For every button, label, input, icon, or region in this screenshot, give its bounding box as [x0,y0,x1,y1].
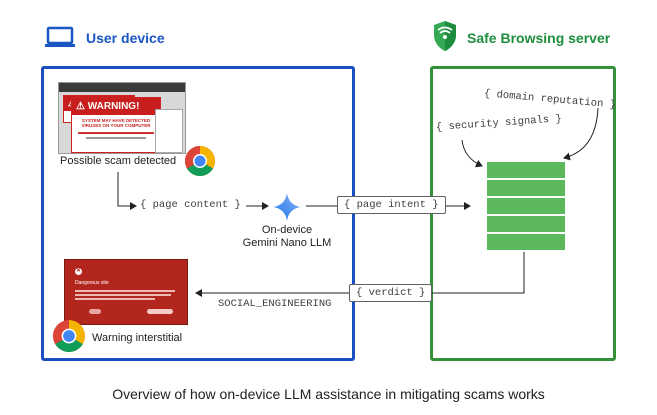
laptop-icon [45,26,75,47]
interstitial-heading: Dangerous site [75,280,109,286]
scam-page-screenshot: ⚠ ⚠ WARNING! SYSTEM MAY HAVE DETECTED VI… [58,82,186,154]
interstitial-caption: Warning interstitial [92,332,183,344]
page-intent-tag: { page intent } [337,196,446,214]
scam-warning-text: SYSTEM MAY HAVE DETECTED VIRUSES ON YOUR… [81,118,151,129]
llm-label-line2: Gemini Nano LLM [242,237,332,249]
user-device-title: User device [86,30,165,46]
chrome-logo-icon [53,320,85,352]
verdict-tag: { verdict } [349,284,433,302]
scam-warning-dialog: ⚠ WARNING! SYSTEM MAY HAVE DETECTED VIRU… [71,97,161,153]
figure-caption: Overview of how on-device LLM assistance… [112,386,545,402]
chrome-logo-icon [184,146,216,177]
llm-label-line1: On-device [261,224,313,236]
page-content-label: { page content } [140,199,241,211]
warning-x-icon: ✕ [75,268,82,275]
warning-triangle-icon: ⚠ [76,101,85,112]
safe-browsing-shield-icon [434,21,456,51]
warning-interstitial-screenshot: ✕ Dangerous site [64,259,188,325]
gemini-sparkle-icon [273,193,301,221]
scam-caption: Possible scam detected [60,155,177,167]
scam-warning-title: WARNING! [87,101,140,112]
server-title: Safe Browsing server [467,30,611,46]
social-engineering-label: SOCIAL_ENGINEERING [218,298,332,310]
